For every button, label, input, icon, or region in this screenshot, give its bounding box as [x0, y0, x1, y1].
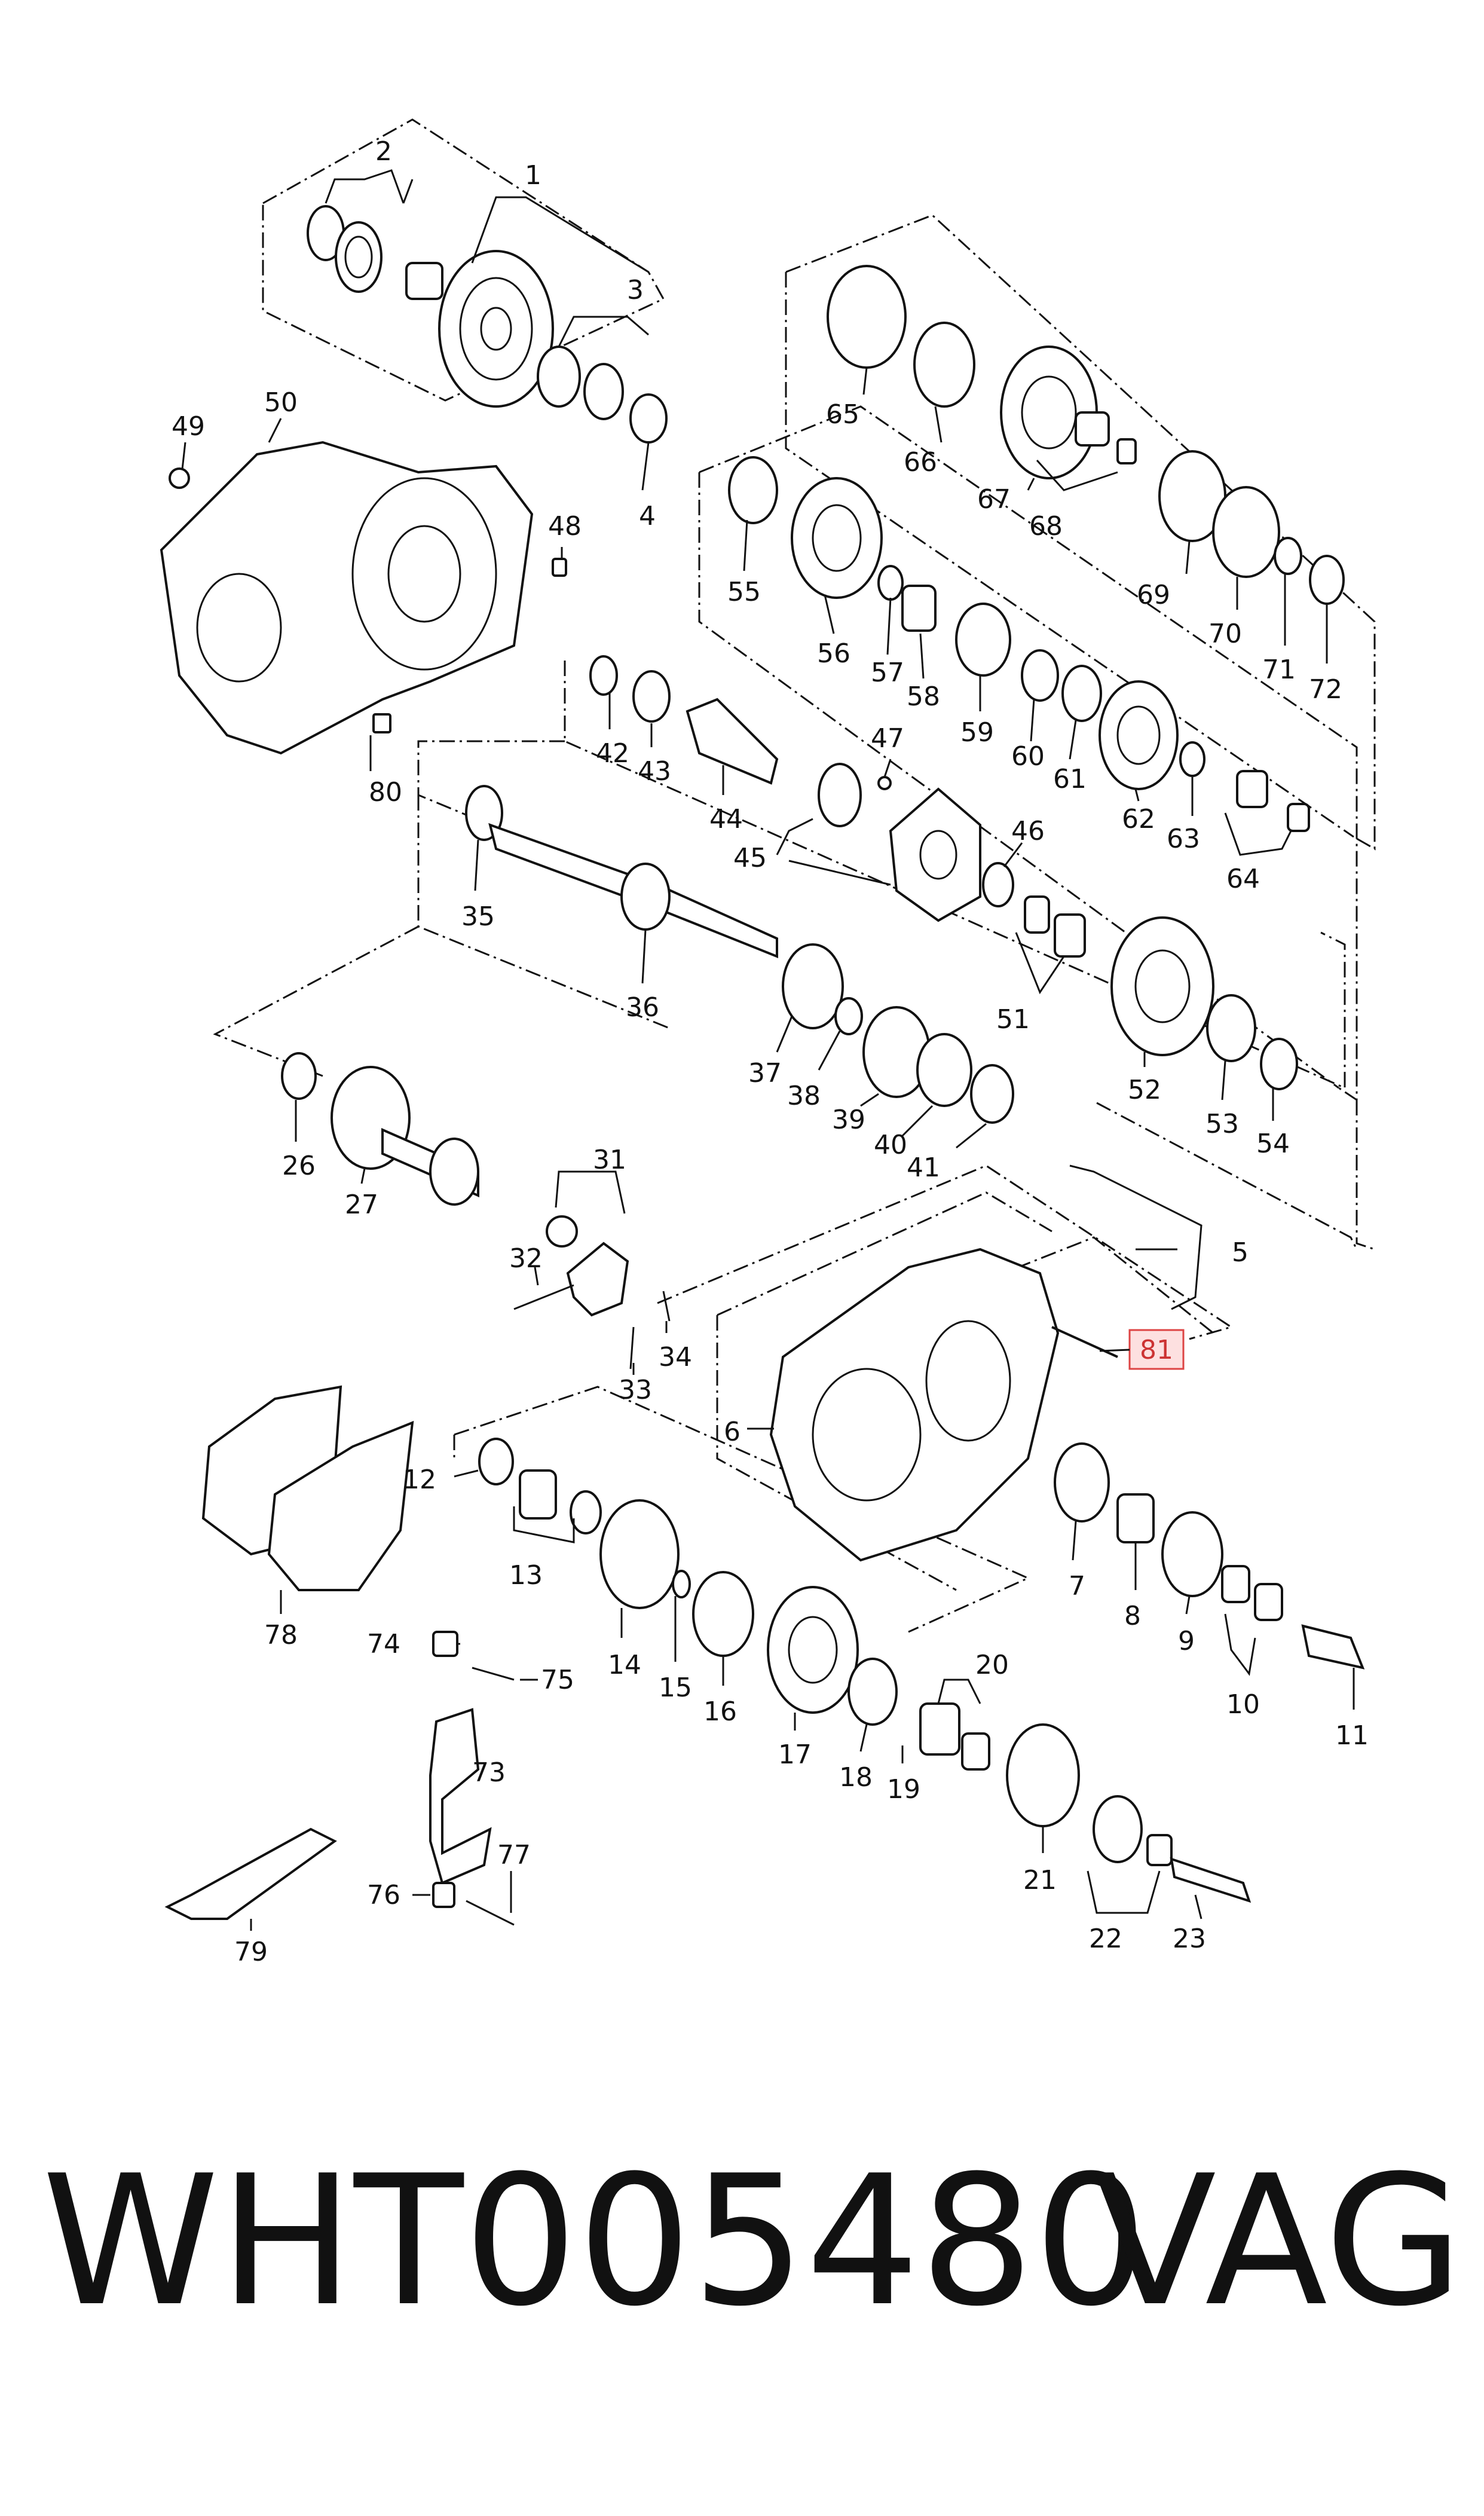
- part-label: 18: [839, 1762, 873, 1793]
- part-label: 31: [593, 1145, 626, 1175]
- part-label: 48: [548, 511, 582, 542]
- part-label: 52: [1128, 1075, 1161, 1105]
- part-label: 22: [1089, 1924, 1122, 1954]
- part-label: 56: [817, 638, 850, 669]
- part-label: 33: [619, 1375, 652, 1405]
- part-label: 54: [1256, 1129, 1290, 1159]
- part-label: 73: [472, 1757, 506, 1788]
- part-label: 74: [367, 1629, 400, 1659]
- part-label: 35: [461, 901, 495, 932]
- part-label: 60: [1011, 741, 1045, 772]
- part-label: 20: [975, 1650, 1009, 1680]
- part-label: 6: [724, 1417, 741, 1447]
- part-label: 75: [541, 1665, 574, 1695]
- part-label: 39: [832, 1105, 865, 1135]
- brand-text: VAG: [1094, 2137, 1464, 2346]
- part-label: 55: [727, 577, 761, 607]
- part-label: 7: [1069, 1571, 1085, 1601]
- part-label: 72: [1309, 674, 1342, 705]
- part-label: 15: [659, 1673, 692, 1703]
- part-label: 68: [1029, 511, 1063, 542]
- part-label: 57: [871, 658, 904, 688]
- part-label: 19: [887, 1774, 920, 1805]
- part-label: 50: [264, 387, 298, 418]
- part-label: 1: [525, 160, 541, 191]
- part-label: 26: [282, 1151, 316, 1181]
- part-label: 66: [904, 447, 937, 478]
- part-label: 61: [1053, 764, 1087, 794]
- part-label: 2: [375, 136, 392, 167]
- callout-lines: [181, 169, 1355, 1931]
- part-label: 64: [1226, 864, 1260, 894]
- part-label: 65: [826, 399, 859, 430]
- part-label: 14: [608, 1650, 641, 1680]
- part-number-text: WHT005480: [42, 2137, 1148, 2346]
- part-label: 11: [1335, 1720, 1369, 1751]
- part-label: 27: [345, 1190, 378, 1220]
- part-label: 13: [509, 1560, 543, 1591]
- part-label: 41: [907, 1152, 940, 1183]
- part-label: 36: [626, 992, 659, 1023]
- part-label: 67: [977, 484, 1011, 515]
- part-label: 3: [627, 275, 644, 305]
- part-label: 17: [778, 1740, 812, 1770]
- part-label: 32: [509, 1243, 543, 1274]
- part-label: 46: [1011, 816, 1045, 846]
- part-label: 78: [264, 1620, 298, 1650]
- part-label: 70: [1208, 619, 1242, 649]
- part-labels: 2 1 3 4 5 6 7 8 9 10 11 12 13 14 15 16 1…: [172, 136, 1369, 1967]
- part-label: 76: [367, 1880, 400, 1910]
- highlighted-part-label: 81: [1140, 1335, 1173, 1365]
- part-label: 10: [1226, 1689, 1260, 1720]
- part-label: 37: [748, 1058, 782, 1089]
- part-label: 4: [639, 501, 656, 531]
- part-label: 40: [874, 1130, 907, 1160]
- part-label: 38: [787, 1081, 821, 1111]
- part-label: 77: [497, 1840, 531, 1870]
- highlighted-part-box: [1128, 1329, 1185, 1370]
- part-label: 51: [996, 1004, 1030, 1035]
- part-label: 34: [659, 1342, 692, 1372]
- part-label: 58: [907, 681, 940, 712]
- part-label: 43: [638, 756, 671, 787]
- part-label: 62: [1122, 804, 1155, 834]
- part-label: 16: [703, 1696, 737, 1727]
- part-label: 80: [369, 777, 402, 808]
- part-label: 8: [1124, 1601, 1141, 1631]
- part-label: 44: [709, 804, 743, 834]
- part-label: 5: [1232, 1237, 1249, 1268]
- part-label: 59: [960, 717, 994, 748]
- part-label: 79: [234, 1937, 268, 1967]
- part-label: 21: [1023, 1865, 1057, 1896]
- part-label: 12: [403, 1465, 436, 1495]
- part-label: 49: [172, 411, 205, 442]
- part-label: 9: [1178, 1626, 1195, 1656]
- part-label: 45: [733, 843, 767, 873]
- part-label: 47: [871, 723, 904, 754]
- part-label: 63: [1167, 824, 1200, 854]
- part-label: 71: [1262, 655, 1296, 685]
- part-label: 42: [596, 738, 629, 769]
- part-label: 69: [1137, 580, 1170, 610]
- part-label: 23: [1173, 1924, 1206, 1954]
- part-label: 53: [1205, 1109, 1239, 1139]
